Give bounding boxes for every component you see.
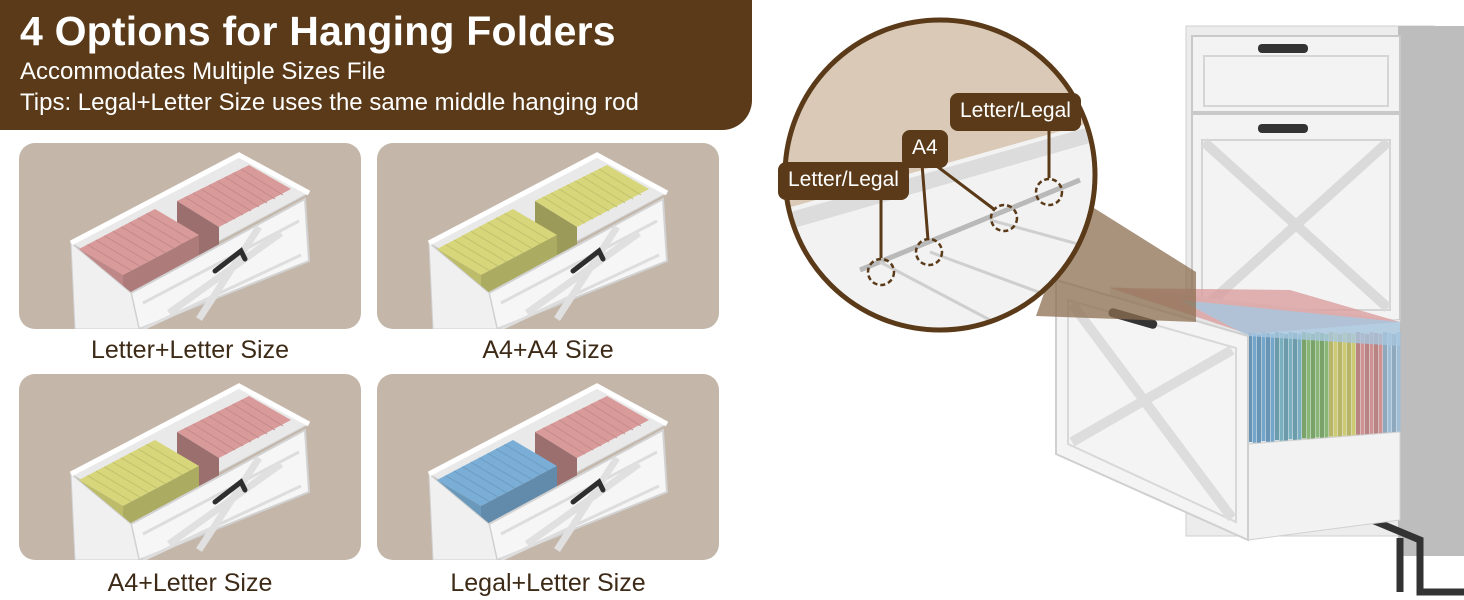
hanging-folder bbox=[1270, 334, 1275, 443]
hanging-folder bbox=[1392, 334, 1396, 435]
callout-letter-legal-right: Letter/Legal bbox=[950, 93, 1081, 131]
option-tile-a4-a4 bbox=[377, 143, 719, 329]
hanging-folder bbox=[1288, 332, 1293, 440]
folder-block-left bbox=[79, 209, 199, 275]
hanging-folder bbox=[1297, 334, 1302, 441]
hanging-folder bbox=[1360, 333, 1365, 436]
drawer-drawing bbox=[69, 152, 311, 329]
drawer-drawing bbox=[427, 383, 669, 560]
callout-a4: A4 bbox=[902, 130, 948, 168]
hanging-folder bbox=[1279, 333, 1284, 441]
hanging-folder bbox=[1315, 332, 1320, 438]
title-banner: 4 Options for Hanging Folders Accommodat… bbox=[0, 0, 752, 130]
hanging-folder bbox=[1293, 333, 1297, 440]
subtitle-tips: Tips: Legal+Letter Size uses the same mi… bbox=[20, 89, 639, 116]
hanging-folder bbox=[1396, 332, 1401, 433]
hanging-folder bbox=[1351, 334, 1356, 438]
folder-block-right bbox=[535, 396, 649, 458]
folder-block-left bbox=[437, 209, 557, 275]
option-tile-legal-letter bbox=[377, 374, 719, 560]
hanging-folder bbox=[1338, 334, 1342, 438]
rod-marker bbox=[989, 203, 1019, 233]
hanging-folder bbox=[1324, 334, 1329, 439]
folder-block-right bbox=[177, 165, 291, 227]
hanging-folder bbox=[1374, 333, 1378, 435]
hanging-folder bbox=[1342, 332, 1347, 436]
drawer-handle-icon bbox=[570, 247, 606, 274]
folder-block-right bbox=[535, 165, 649, 227]
drawer-handle-icon bbox=[570, 478, 606, 505]
hanging-folder bbox=[1257, 334, 1261, 444]
hanging-folder bbox=[1369, 332, 1374, 434]
hanging-folder bbox=[1378, 334, 1383, 436]
rod-marker bbox=[866, 257, 896, 287]
hanging-folder bbox=[1333, 333, 1338, 438]
hanging-folder bbox=[1302, 332, 1306, 439]
subtitle-sizes: Accommodates Multiple Sizes File bbox=[20, 58, 386, 85]
rod-marker bbox=[1034, 177, 1064, 207]
hanging-folder bbox=[1383, 332, 1387, 433]
hanging-folder bbox=[1266, 333, 1270, 442]
hanging-folder bbox=[1320, 333, 1324, 439]
callout-letter-legal-left: Letter/Legal bbox=[778, 162, 909, 200]
folder-block-left bbox=[79, 440, 199, 506]
open-drawer bbox=[1055, 278, 1401, 542]
hanging-folder bbox=[1347, 333, 1351, 437]
option-caption: A4+A4 Size bbox=[482, 336, 614, 364]
option-caption: Letter+Letter Size bbox=[90, 336, 290, 364]
hanging-folder bbox=[1387, 333, 1392, 434]
hanging-folder bbox=[1248, 332, 1252, 442]
hanging-folder bbox=[1261, 332, 1266, 442]
hanging-folder bbox=[1252, 333, 1257, 443]
hanging-folder bbox=[1284, 334, 1288, 442]
drawer-handle-icon bbox=[212, 247, 248, 274]
option-caption: A4+Letter Size bbox=[107, 569, 273, 597]
page-title: 4 Options for Hanging Folders bbox=[20, 8, 616, 54]
hanging-folder bbox=[1275, 332, 1279, 441]
option-caption: Legal+Letter Size bbox=[450, 569, 646, 597]
hanging-folder bbox=[1365, 334, 1369, 437]
option-tile-a4-letter bbox=[19, 374, 361, 560]
drawer-handle-icon bbox=[212, 478, 248, 505]
option-tile-letter-letter bbox=[19, 143, 361, 329]
folder-block-left bbox=[437, 440, 557, 506]
drawer-drawing bbox=[69, 383, 311, 560]
hanging-folder bbox=[1306, 333, 1311, 440]
folder-block-right bbox=[177, 396, 291, 458]
hanging-folder bbox=[1356, 332, 1360, 435]
hanging-folder bbox=[1329, 332, 1333, 437]
hanging-folder bbox=[1311, 334, 1315, 440]
drawer-drawing bbox=[427, 152, 669, 329]
